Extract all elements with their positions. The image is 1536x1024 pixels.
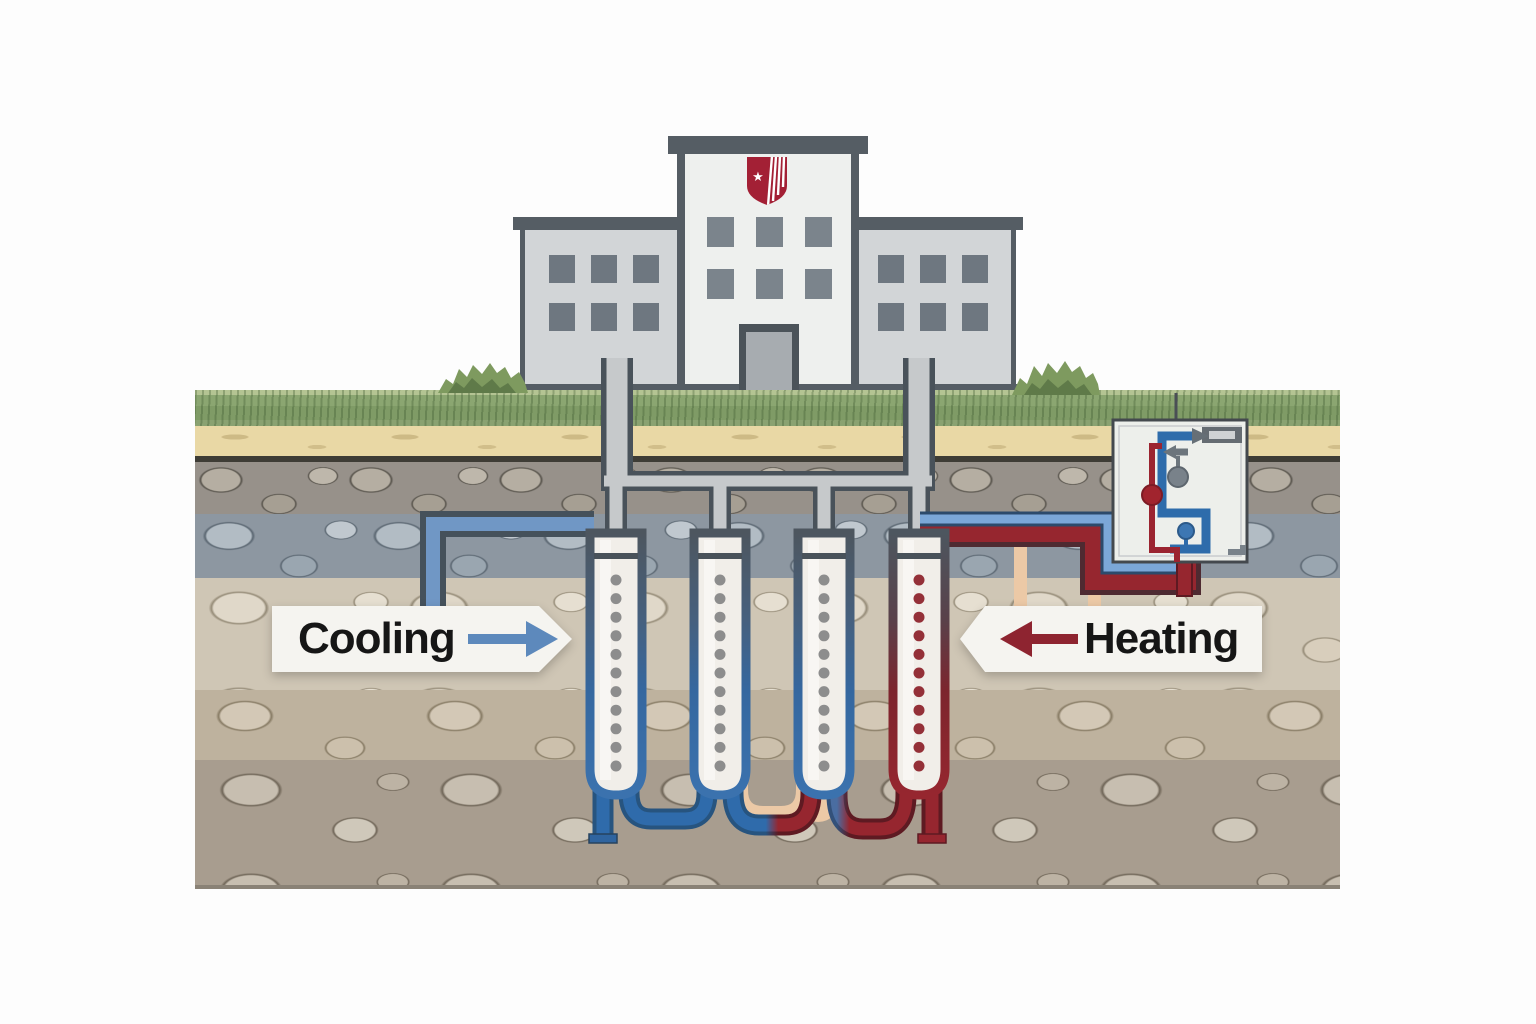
- building-window: [878, 303, 904, 331]
- building-window: [805, 217, 832, 247]
- left-wing-roof: [513, 217, 683, 230]
- building-window: [633, 255, 659, 283]
- borehole-dot: [818, 760, 830, 772]
- gray-valve-icon: [1167, 466, 1189, 488]
- borehole-dot: [913, 648, 925, 660]
- borehole-dot: [610, 611, 622, 623]
- heating-label: Heating: [1084, 614, 1239, 663]
- building-supply-pipes: [601, 358, 935, 552]
- borehole-dot: [610, 741, 622, 753]
- borehole-dot: [818, 648, 830, 660]
- left-bush-icon: [438, 363, 528, 393]
- borehole-dot: [714, 723, 726, 735]
- svg-text:★: ★: [752, 170, 764, 185]
- heat-pump-unit: [1111, 393, 1249, 564]
- building-window: [920, 255, 946, 283]
- borehole-dot: [610, 593, 622, 605]
- cooling-label: Cooling: [298, 614, 456, 663]
- cooling-arrow-icon: [468, 621, 558, 657]
- borehole-dot: [818, 593, 830, 605]
- borehole-4: [888, 528, 950, 800]
- borehole-dot: [714, 667, 726, 679]
- tower-roof: [668, 136, 868, 154]
- entrance-door: [746, 332, 792, 390]
- ground-layer-divider: [195, 456, 1340, 462]
- borehole-dot: [714, 648, 726, 660]
- borehole-dot: [610, 723, 622, 735]
- cooling-label-banner: Cooling: [272, 606, 572, 672]
- heating-arrow-icon: [1000, 621, 1078, 657]
- right-wing-roof: [853, 217, 1023, 230]
- borehole-dot: [714, 686, 726, 698]
- heating-label-banner: Heating: [960, 606, 1262, 672]
- borehole-dot: [610, 667, 622, 679]
- borehole-dot: [714, 593, 726, 605]
- ground-layer-mid-subsoil: [195, 690, 1340, 760]
- borehole-dot: [714, 574, 726, 586]
- borehole-3: [793, 528, 855, 800]
- university-shield-icon: ★: [747, 157, 787, 205]
- borehole-dot: [714, 760, 726, 772]
- borehole-dot: [818, 704, 830, 716]
- ground-bottom-edge: [195, 885, 1340, 889]
- flow-arrow-left-icon: [1163, 445, 1176, 459]
- building-window: [633, 303, 659, 331]
- borehole-dot: [714, 611, 726, 623]
- borehole-dot: [913, 574, 925, 586]
- building-window: [878, 255, 904, 283]
- building-window: [920, 303, 946, 331]
- borehole-2: [689, 528, 751, 800]
- borehole-dot: [818, 723, 830, 735]
- borehole-dot: [913, 760, 925, 772]
- building-window: [549, 303, 575, 331]
- borehole-dot: [818, 686, 830, 698]
- borehole-dot: [913, 686, 925, 698]
- borehole-dot: [714, 630, 726, 642]
- borehole-dot: [714, 704, 726, 716]
- borehole-dot: [714, 741, 726, 753]
- borehole-dot: [818, 611, 830, 623]
- borehole-dot: [913, 630, 925, 642]
- borehole-dot: [913, 723, 925, 735]
- building-window: [549, 255, 575, 283]
- cooling-feed-pipe: [420, 511, 594, 640]
- borehole-dot: [610, 704, 622, 716]
- blue-valve-icon: [1177, 522, 1195, 540]
- building-window: [805, 269, 832, 299]
- building-window: [962, 255, 988, 283]
- borehole-dot: [818, 667, 830, 679]
- borehole-highlights: [600, 540, 914, 780]
- internal-blue-pipe: [1157, 431, 1211, 554]
- borehole-dot: [913, 611, 925, 623]
- borehole-dot: [913, 704, 925, 716]
- borehole-dot: [818, 741, 830, 753]
- right-bush-icon: [1012, 361, 1100, 395]
- building-window: [707, 217, 734, 247]
- borehole-casings: [585, 528, 950, 800]
- heat-pump-drain-stub: [1176, 559, 1193, 597]
- borehole-dot: [913, 667, 925, 679]
- borehole-dot: [610, 686, 622, 698]
- borehole-dot: [913, 741, 925, 753]
- red-valve-icon: [1141, 484, 1163, 506]
- building-window: [591, 255, 617, 283]
- flow-arrow-right-icon: [1192, 428, 1209, 444]
- borehole-dot: [610, 630, 622, 642]
- building-window: [756, 269, 783, 299]
- internal-red-pipe: [1149, 443, 1180, 562]
- borehole-dot: [818, 574, 830, 586]
- building-window: [707, 269, 734, 299]
- borehole-1: [585, 528, 647, 800]
- borehole-u-tubes: [588, 768, 947, 844]
- borehole-dot: [610, 760, 622, 772]
- borehole-dot: [913, 593, 925, 605]
- building-window: [591, 303, 617, 331]
- building-window: [962, 303, 988, 331]
- borehole-dot: [610, 648, 622, 660]
- borehole-sensor-dots: [610, 574, 925, 772]
- building-window: [756, 217, 783, 247]
- borehole-dot: [818, 630, 830, 642]
- borehole-dot: [610, 574, 622, 586]
